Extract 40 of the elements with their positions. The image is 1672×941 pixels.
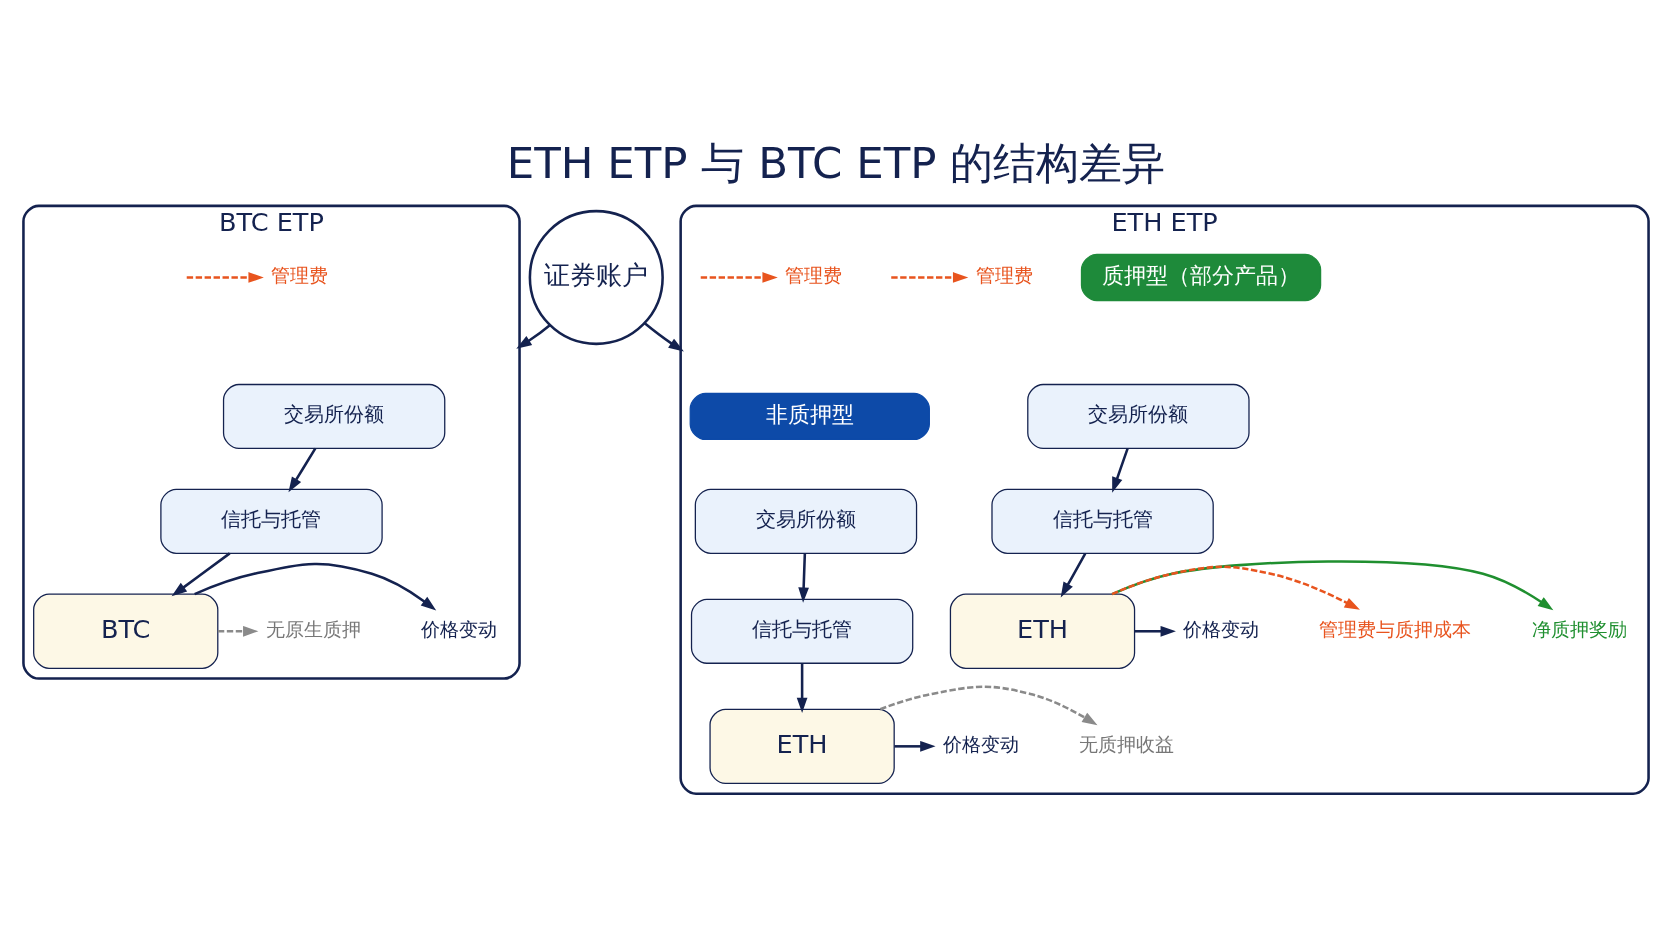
node-box: 非质押型	[689, 392, 930, 440]
arrow	[186, 271, 264, 283]
arrow	[894, 740, 936, 752]
node-text: 价格变动	[943, 732, 1020, 756]
node-text: 价格变动	[1183, 617, 1260, 641]
arrow	[879, 684, 1098, 725]
arrow	[217, 625, 259, 637]
arrow	[1111, 565, 1360, 610]
node-box: 信托与托管	[991, 488, 1214, 554]
diagram-title: ETH ETP 与 BTC ETP 的结构差异	[506, 137, 1166, 188]
node-text: 无质押收益	[1079, 732, 1175, 756]
node-box: 信托与托管	[160, 488, 383, 554]
arrow	[171, 551, 231, 596]
node-text: 无原生质押	[266, 617, 362, 641]
arrow	[1112, 447, 1129, 493]
arrow	[1134, 625, 1176, 637]
node-text: 管理费	[785, 263, 843, 287]
arrow	[1060, 552, 1087, 597]
node-text: 管理费	[271, 263, 329, 287]
node-box: 信托与托管	[690, 598, 914, 664]
arrow	[516, 323, 551, 349]
node-box: ETH	[709, 708, 895, 784]
node-text: 价格变动	[421, 617, 498, 641]
arrow	[288, 447, 317, 492]
node-box: 交易所份额	[222, 383, 446, 449]
node-text: 管理费与质押成本	[1319, 617, 1472, 641]
node-text: 净质押奖励	[1532, 617, 1628, 641]
arrow	[891, 271, 969, 283]
arrow	[796, 662, 808, 713]
arrow	[798, 553, 809, 603]
arrow	[700, 271, 778, 283]
node-box: 交易所份额	[1027, 383, 1250, 449]
arrow	[194, 562, 437, 610]
node-text: 管理费	[975, 263, 1033, 287]
arrow	[643, 321, 684, 352]
node-box: ETH	[949, 593, 1136, 669]
arrow	[1111, 559, 1554, 610]
node-box: 质押型（部分产品）	[1080, 253, 1322, 301]
node-box: BTC	[33, 593, 219, 669]
node-box: 交易所份额	[694, 488, 918, 554]
